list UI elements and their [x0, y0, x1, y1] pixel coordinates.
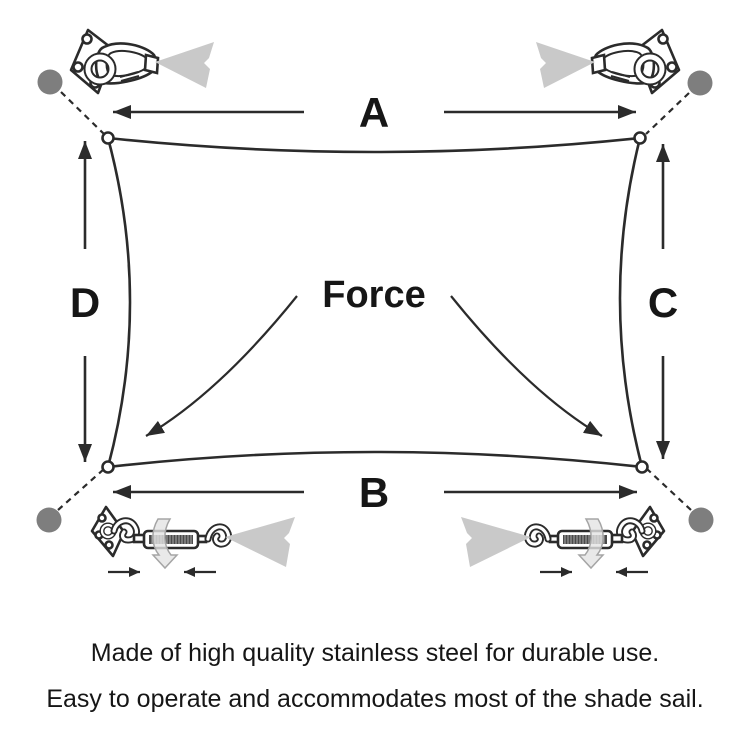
pad-eye-turnbuckle-icon-bottom-left	[92, 507, 295, 572]
tether-dashed-line	[57, 468, 105, 511]
tether-dashed-line	[60, 91, 105, 135]
sail-corner-grommet	[101, 131, 115, 145]
dimension-c-label: C	[648, 279, 678, 326]
sail-corner-grommet	[101, 460, 115, 474]
dimension-c: C	[648, 144, 678, 459]
pad-eye-carabiner-icon-top-left	[71, 30, 214, 93]
pad-eye-turnbuckle-icon-bottom-right	[461, 507, 664, 572]
caption-line-2: Easy to operate and accommodates most of…	[46, 685, 703, 713]
anchor-point-dot	[36, 507, 62, 533]
anchor-point-dot	[688, 507, 714, 533]
pad-eye-carabiner-icon-top-right	[536, 30, 679, 93]
force-arrow-left	[145, 295, 298, 437]
dimension-b-label: B	[359, 469, 389, 516]
force-label: Force	[322, 274, 425, 316]
force-annotation: Force	[145, 274, 603, 437]
force-arrow-right	[450, 295, 603, 437]
anchor-point-dot	[37, 69, 63, 95]
caption-line-1: Made of high quality stainless steel for…	[91, 639, 659, 667]
tether-dashed-line	[646, 468, 692, 511]
dimension-a: A	[113, 89, 636, 136]
dimension-d: D	[70, 141, 100, 462]
sail-corner-grommet	[633, 131, 647, 145]
sail-corner-grommet	[635, 460, 649, 474]
anchor-point-dot	[687, 70, 713, 96]
dimension-a-label: A	[359, 89, 389, 136]
dimension-b: B	[113, 469, 637, 516]
tether-dashed-line	[645, 92, 690, 135]
dimension-d-label: D	[70, 279, 100, 326]
